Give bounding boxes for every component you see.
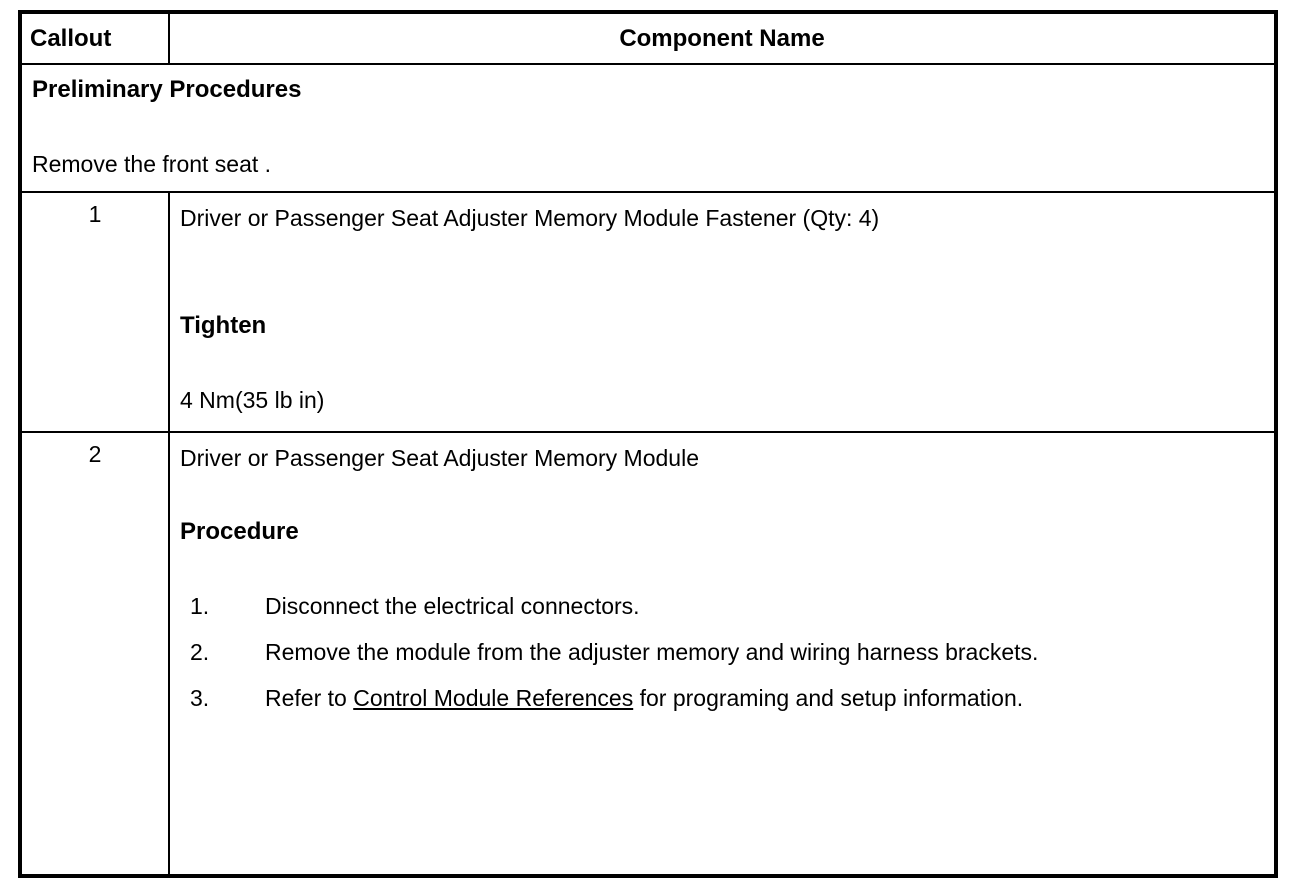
preliminary-procedures-row: Preliminary Procedures Remove the front …: [19, 63, 1277, 193]
callout-column-header: Callout: [19, 11, 170, 65]
table-row: 2 Driver or Passenger Seat Adjuster Memo…: [19, 431, 1277, 877]
step-text-before-link: Refer to: [265, 685, 354, 711]
step-text: Disconnect the electrical connectors.: [265, 593, 640, 619]
procedure-steps: 1. Disconnect the electrical connectors.…: [190, 589, 1264, 715]
step-text: Refer to Control Module References for p…: [265, 681, 1264, 715]
step-number: 2.: [190, 639, 210, 665]
callout-number: 2: [19, 431, 170, 877]
component-name: Driver or Passenger Seat Adjuster Memory…: [180, 445, 699, 471]
step-number: 1.: [190, 593, 210, 619]
preliminary-instruction: Remove the front seat .: [32, 151, 272, 177]
component-name: Driver or Passenger Seat Adjuster Memory…: [180, 205, 880, 231]
step-text-after-link: for programing and setup information.: [633, 685, 1024, 711]
procedure-step: 3. Refer to Control Module References fo…: [190, 681, 1264, 715]
component-name-column-header: Component Name: [168, 11, 1277, 65]
table-row: 1 Driver or Passenger Seat Adjuster Memo…: [19, 191, 1277, 433]
procedure-step: 1. Disconnect the electrical connectors.: [190, 589, 1264, 623]
step-text: Remove the module from the adjuster memo…: [265, 639, 1039, 665]
control-module-references-link[interactable]: Control Module References: [353, 685, 634, 711]
component-cell: Driver or Passenger Seat Adjuster Memory…: [168, 431, 1277, 877]
preliminary-procedures-cell: Preliminary Procedures Remove the front …: [19, 63, 1277, 193]
procedure-heading: Procedure: [180, 518, 299, 545]
table-header-row: Callout Component Name: [19, 11, 1277, 65]
component-cell: Driver or Passenger Seat Adjuster Memory…: [168, 191, 1277, 433]
step-number: 3.: [190, 685, 210, 711]
callout-number: 1: [19, 191, 170, 433]
tighten-heading: Tighten: [180, 312, 267, 339]
component-table: Callout Component Name Preliminary Proce…: [18, 10, 1278, 878]
preliminary-procedures-title: Preliminary Procedures: [32, 76, 302, 103]
procedure-step: 2. Remove the module from the adjuster m…: [190, 635, 1264, 669]
torque-spec: 4 Nm(35 lb in): [180, 387, 325, 413]
